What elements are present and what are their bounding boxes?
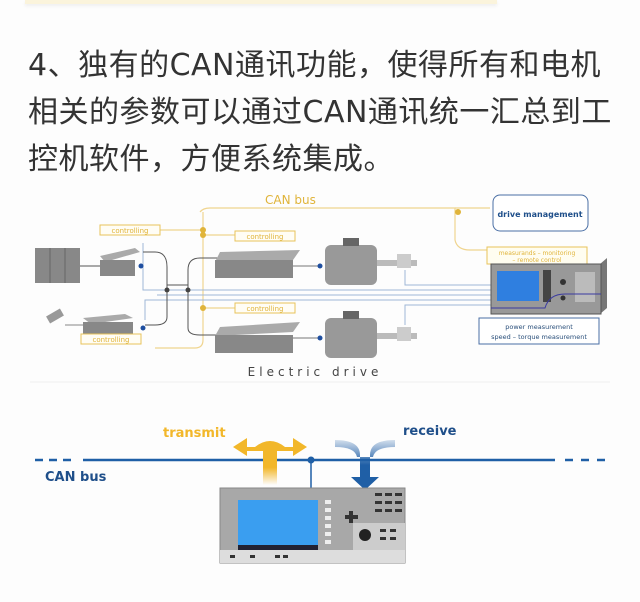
can-bus-lines <box>115 207 495 349</box>
transmit-arrow-icon <box>233 438 307 485</box>
motor-upper-icon <box>325 238 417 285</box>
drive-management-label: drive management <box>497 210 582 219</box>
controlling-label: controlling <box>246 305 283 313</box>
measurands-label: measurands – monitoring <box>499 250 576 257</box>
controlling-label: controlling <box>246 233 283 241</box>
power-measurement-label: speed – torque measurement <box>491 333 587 341</box>
bus-node <box>455 209 461 215</box>
inverter-lower-icon <box>215 322 300 353</box>
power-analyzer-instrument-icon <box>219 487 406 564</box>
bus-node <box>200 232 206 238</box>
motor-lower-icon <box>325 311 417 358</box>
control-cabinet-icon <box>35 248 80 283</box>
controlling-label: controlling <box>111 227 148 235</box>
electric-drive-diagram: CAN bus <box>30 193 610 383</box>
previous-block-edge <box>25 0 497 4</box>
can-bus-label: CAN bus <box>265 193 316 207</box>
power-measurement-box <box>478 317 600 345</box>
bus-node <box>200 227 206 233</box>
controller-box-icon <box>100 248 140 276</box>
can-bus-diagram: CAN bus transmit receive <box>35 424 605 564</box>
bus-node <box>200 305 206 311</box>
transmit-label: transmit <box>163 426 226 441</box>
inverter-box-icon <box>83 314 133 334</box>
article-paragraph: 4、独有的CAN通讯功能，使得所有和电机相关的参数可以通过CAN通讯统一汇总到工… <box>28 48 612 177</box>
figure-caption: Electric drive <box>248 365 383 379</box>
receive-label: receive <box>403 424 457 439</box>
measurands-label: – remote control <box>512 257 562 264</box>
drive-management-box <box>492 194 589 232</box>
can-bus-label: CAN bus <box>45 470 107 485</box>
inverter-upper-icon <box>215 250 300 278</box>
encoder-icon <box>46 308 64 324</box>
controlling-label: controlling <box>92 336 129 344</box>
power-measurement-label: power measurement <box>505 323 573 331</box>
receive-arrow-icon <box>335 440 395 490</box>
power-analyzer-icon <box>490 258 607 315</box>
